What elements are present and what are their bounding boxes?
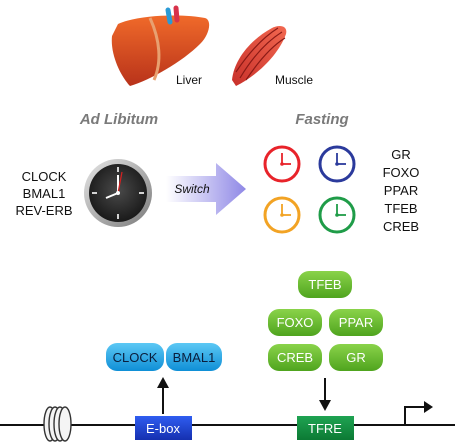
fasting-factor-item: CREB <box>383 219 419 234</box>
green-clock-icon <box>318 196 356 234</box>
fasting-title: Fasting <box>295 111 348 128</box>
svg-text:GR: GR <box>346 350 366 365</box>
svg-text:E-box: E-box <box>146 421 180 436</box>
ebox-element: E-box <box>135 416 192 440</box>
muscle-icon <box>232 26 287 86</box>
orange-clock-icon <box>263 196 301 234</box>
svg-text:PPAR: PPAR <box>339 315 373 330</box>
fasting-factor-item: FOXO <box>383 165 420 180</box>
ppar-pill: PPAR <box>329 309 383 336</box>
tfre-element: TFRE <box>297 416 354 440</box>
svg-text:CLOCK: CLOCK <box>113 350 158 365</box>
muscle-label: Muscle <box>275 73 313 87</box>
switch-label: Switch <box>174 182 210 196</box>
switch-arrow-icon <box>166 163 246 215</box>
bmal1-pill: BMAL1 <box>166 343 222 371</box>
red-clock-icon <box>263 145 301 183</box>
svg-text:BMAL1: BMAL1 <box>173 350 216 365</box>
liver-icon <box>111 5 210 86</box>
svg-text:FOXO: FOXO <box>277 315 314 330</box>
ad-libitum-title: Ad Libitum <box>79 111 158 128</box>
svg-text:TFRE: TFRE <box>308 421 342 436</box>
clock-gene-item: REV-ERB <box>15 203 72 218</box>
clock-pill: CLOCK <box>106 343 164 371</box>
tfre-down-arrow-icon <box>319 378 331 411</box>
creb-pill: CREB <box>268 344 322 371</box>
ebox-up-arrow-icon <box>157 377 169 414</box>
gr-pill: GR <box>329 344 383 371</box>
transcription-start-arrow-icon <box>404 401 433 425</box>
nucleosome-icon <box>43 406 72 442</box>
tfeb-pill: TFEB <box>298 271 352 298</box>
blue-clock-icon <box>318 145 356 183</box>
clock-gene-item: BMAL1 <box>23 186 66 201</box>
liver-label: Liver <box>176 73 202 87</box>
svg-text:TFEB: TFEB <box>308 277 341 292</box>
fasting-factor-item: PPAR <box>384 183 418 198</box>
svg-text:CREB: CREB <box>277 350 313 365</box>
black-clock-icon <box>84 159 152 227</box>
foxo-pill: FOXO <box>268 309 322 336</box>
clock-gene-item: CLOCK <box>22 169 67 184</box>
fasting-factor-item: GR <box>391 147 411 162</box>
fasting-factor-item: TFEB <box>384 201 417 216</box>
